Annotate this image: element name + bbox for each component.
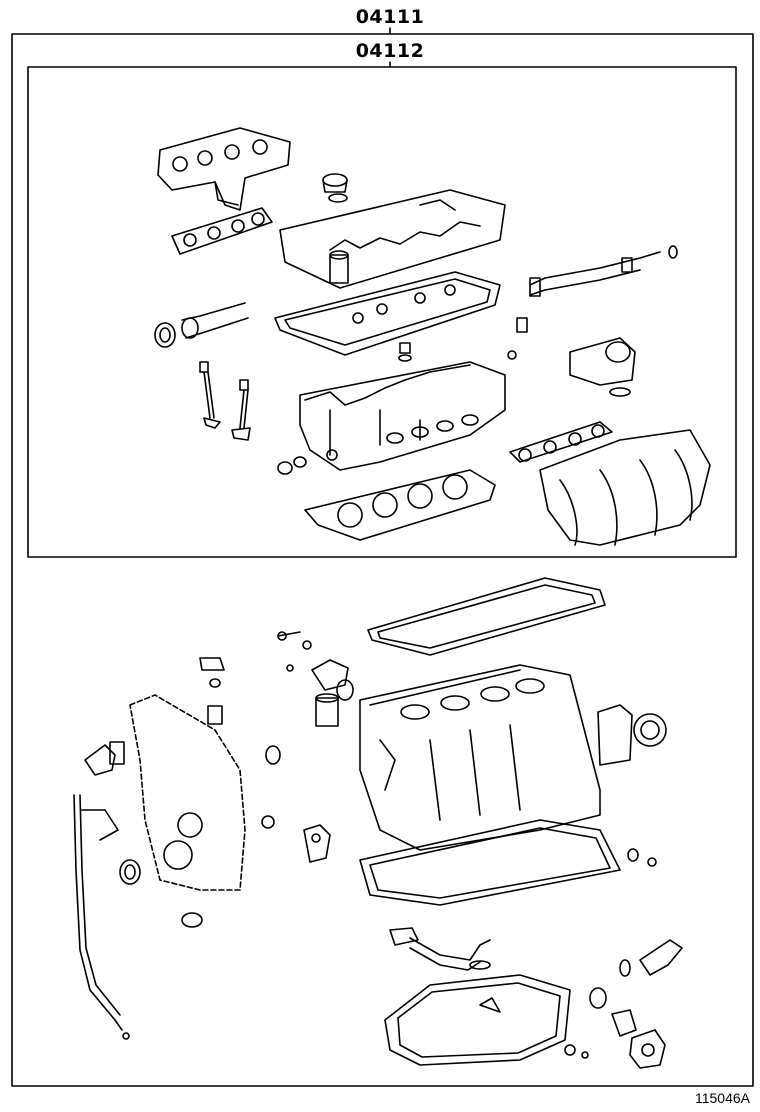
callout-label-inner: 04112 bbox=[355, 40, 425, 62]
inner-kit-frame bbox=[27, 66, 737, 558]
crankshaft-front-oil-seal bbox=[119, 859, 141, 885]
timing-chain-cover-detail bbox=[163, 657, 225, 870]
camshaft-oil-seal bbox=[154, 302, 249, 348]
oil-filter bbox=[311, 659, 354, 727]
exhaust-manifold-gasket bbox=[171, 207, 273, 255]
spark-plug-tube-seal bbox=[398, 342, 412, 362]
oil-pan-lower bbox=[384, 974, 589, 1066]
water-pump bbox=[84, 741, 281, 829]
cylinder-head-cover bbox=[279, 189, 506, 289]
timing-chain-cover bbox=[129, 694, 246, 891]
throttle-body bbox=[569, 337, 636, 397]
water-outlet bbox=[619, 939, 683, 977]
exhaust-manifold bbox=[157, 127, 291, 211]
small-seals-upper bbox=[277, 317, 528, 475]
oil-pressure-switch bbox=[277, 631, 312, 672]
oil-pan-upper bbox=[359, 819, 657, 906]
oil-strainer bbox=[389, 927, 491, 971]
cylinder-block bbox=[359, 664, 601, 851]
oil-dipstick-guide bbox=[73, 794, 130, 1040]
block-side-cover-gasket bbox=[367, 577, 606, 656]
oil-filler-cap bbox=[322, 173, 348, 203]
oil-pump-gasket bbox=[303, 824, 331, 863]
fuel-delivery-pipe bbox=[529, 245, 678, 297]
outer-kit-frame bbox=[11, 33, 754, 1087]
reference-code: 115046A bbox=[694, 1090, 750, 1106]
callout-label-outer: 04111 bbox=[355, 6, 425, 28]
crankshaft-rear-oil-seal bbox=[597, 704, 667, 766]
intake-manifold-gasket bbox=[509, 421, 613, 463]
cylinder-head-gasket bbox=[304, 469, 496, 541]
exhaust-valve bbox=[231, 379, 251, 441]
thermostat bbox=[589, 987, 666, 1069]
head-cover-gasket bbox=[274, 271, 501, 356]
drain-plug-gasket bbox=[181, 912, 203, 928]
intake-valve bbox=[199, 361, 221, 429]
cylinder-head bbox=[299, 361, 506, 471]
intake-manifold bbox=[539, 429, 711, 546]
